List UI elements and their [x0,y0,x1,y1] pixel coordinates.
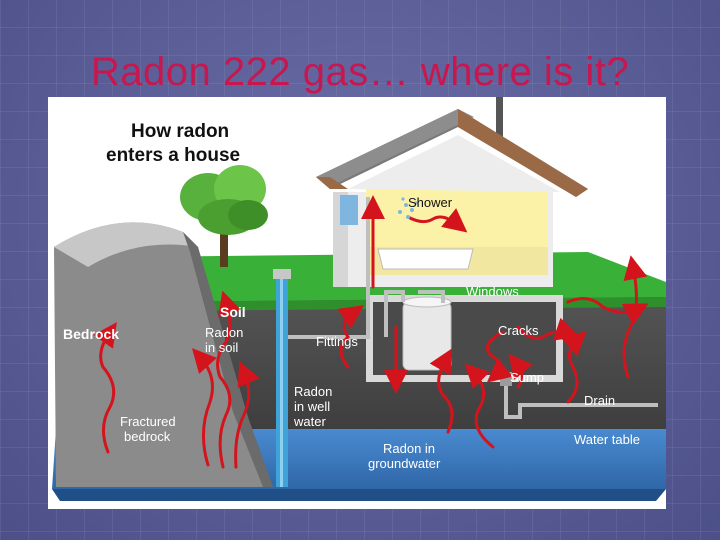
label-cracks: Cracks [498,323,539,338]
radon-diagram-illustration: How radon enters a house Shower Windows … [48,97,666,509]
diagram-heading-line2: enters a house [106,145,240,166]
diagram-heading-line1: How radon [131,121,229,142]
label-sump: Sump [510,370,544,385]
label-fractured-bedrock-line1: Fractured [120,414,176,429]
shower-spray [398,197,418,219]
label-drain: Drain [584,393,615,408]
label-fittings: Fittings [316,334,358,349]
label-radon-well-line3: water [293,414,326,429]
pipes [288,197,658,419]
label-water-table: Water table [574,432,640,447]
chimney [496,97,503,142]
label-radon-well-line2: in well [294,399,330,414]
label-windows: Windows [466,284,519,299]
label-soil: Soil [220,304,246,320]
label-fractured-bedrock-line2: bedrock [124,429,171,444]
radon-arrows [93,195,649,469]
label-radon-in-soil-line1: Radon [205,325,243,340]
label-shower: Shower [408,195,453,210]
label-radon-in-soil-line2: in soil [205,340,238,355]
bedrock-slab [54,222,273,487]
radon-diagram: How radon enters a house Shower Windows … [48,97,666,509]
tree [180,165,268,267]
label-bedrock: Bedrock [63,326,119,342]
label-radon-groundwater-line1: Radon in [383,441,435,456]
well-pipe [273,269,291,487]
label-radon-well-line1: Radon [294,384,332,399]
label-radon-groundwater-line2: groundwater [368,456,441,471]
slide-title: Radon 222 gas… where is it? [90,50,630,94]
